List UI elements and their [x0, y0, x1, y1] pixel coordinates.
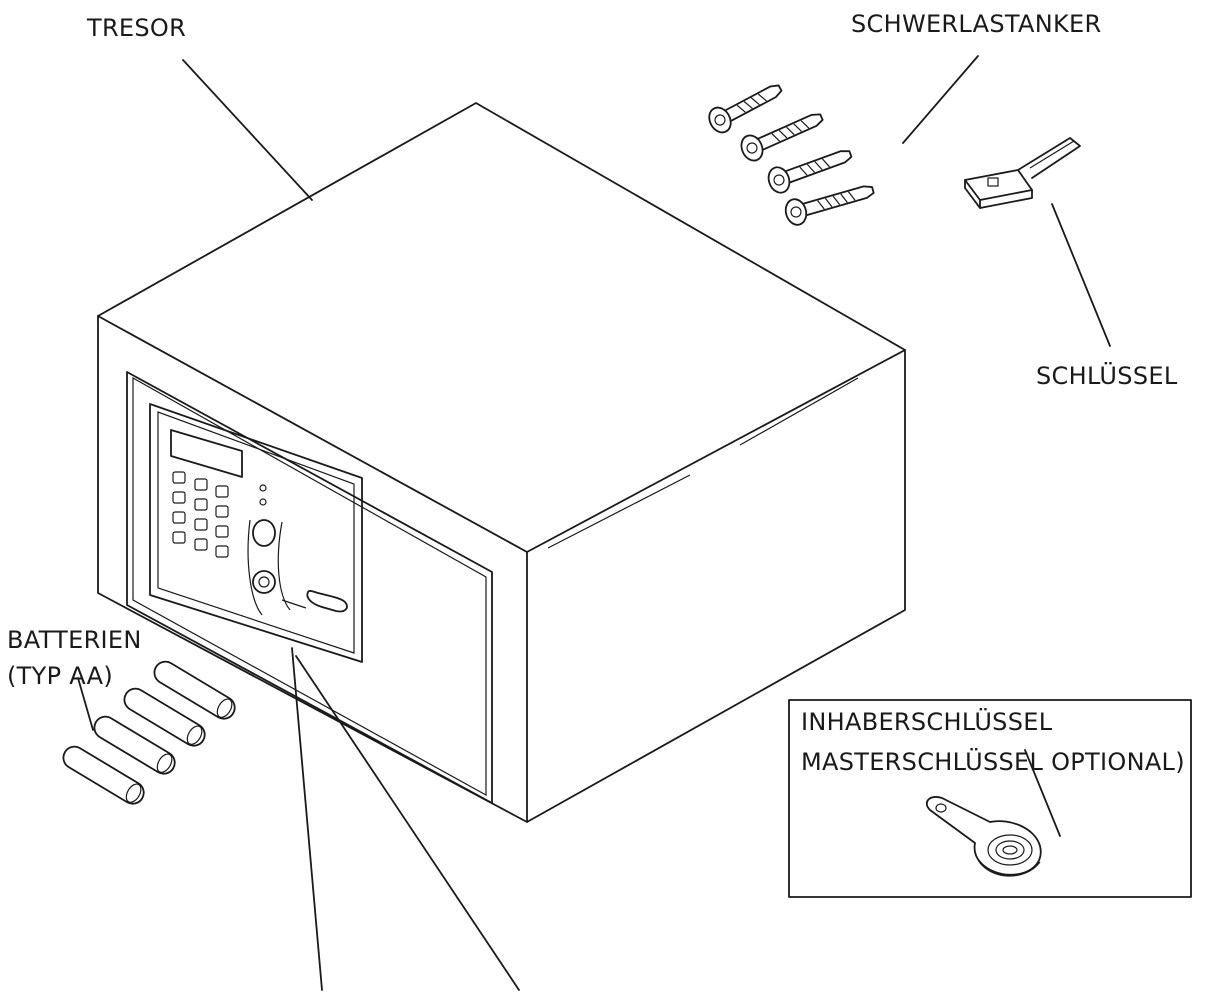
- schluessel-label: SCHLÜSSEL: [1036, 362, 1178, 390]
- anchor-bolt-icon: [708, 84, 875, 226]
- tresor-leader-line: [182, 59, 313, 201]
- schluessel-leader-line: [1051, 203, 1111, 347]
- batterien-leader-line: [77, 677, 94, 731]
- schwerlastanker-label: SCHWERLASTANKER: [851, 10, 1102, 38]
- bottom-leader-line-2: [295, 655, 520, 991]
- inhaber-leader-line: [1024, 749, 1061, 837]
- batterien-label-line1: BATTERIEN: [7, 626, 142, 654]
- schwerlastanker-leader-line: [902, 55, 979, 144]
- owner-key-fob-icon: [925, 796, 1042, 877]
- safe-icon: [97, 102, 906, 823]
- tresor-label: TRESOR: [87, 14, 187, 42]
- key-icon: [964, 137, 1081, 209]
- inhaber-label-line1: INHABERSCHLÜSSEL: [801, 708, 1053, 736]
- inhaber-label-line2: MASTERSCHLÜSSEL OPTIONAL): [801, 748, 1185, 776]
- bottom-leader-line-1: [291, 647, 323, 991]
- batterien-label-line2: (TYP AA): [7, 662, 114, 690]
- owner-key-box: [788, 699, 1192, 898]
- battery-icon: [62, 660, 236, 805]
